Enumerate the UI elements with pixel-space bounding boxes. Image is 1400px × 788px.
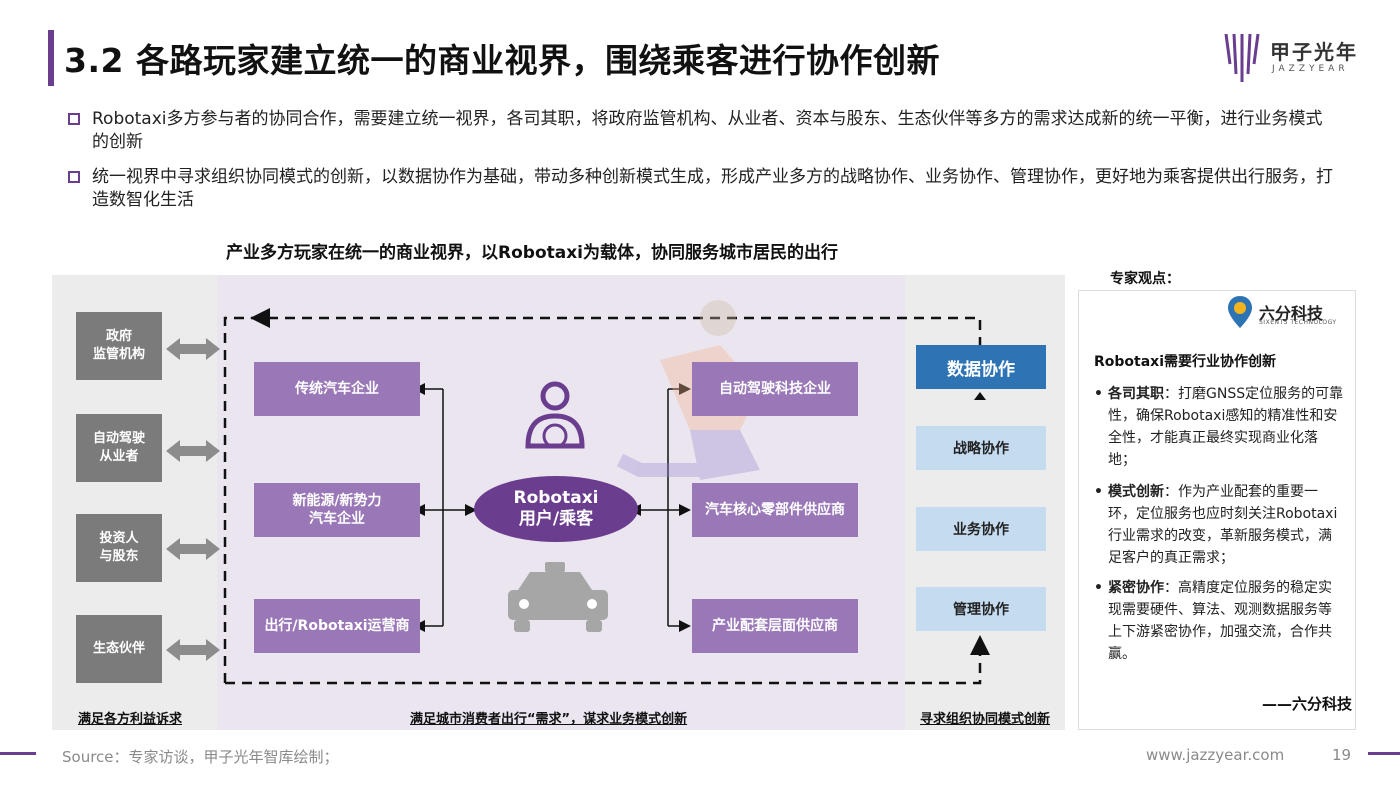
- footer-accent-left: [0, 752, 36, 755]
- expert-point-2: • 模式创新：作为产业配套的重要一环，定位服务也应时刻关注Robotaxi行业需…: [1094, 481, 1344, 569]
- stakeholder-partners: 生态伙伴: [76, 615, 162, 683]
- expert-box: [1078, 290, 1356, 730]
- expert-point-text: ：作为产业配套的重要一环，定位服务也应时刻关注Robotaxi行业需求的改变，革…: [1108, 484, 1338, 566]
- expert-point-keyword: 各司其职: [1108, 386, 1164, 402]
- box-line: 自动驾驶科技企业: [719, 381, 831, 397]
- mid-panel-label: 满足城市消费者出行“需求”，谋求业务模式创新: [410, 712, 688, 727]
- data-collaboration-box: 数据协作: [916, 345, 1046, 389]
- company-name: 六分科技: [1259, 304, 1324, 323]
- expert-point-1: • 各司其职：打磨GNSS定位服务的可靠性，确保Robotaxi感知的精准性和安…: [1094, 383, 1344, 471]
- business-collaboration-box: 业务协作: [916, 507, 1046, 551]
- autonomous-tech-box: 自动驾驶科技企业: [692, 362, 858, 416]
- diagram-subtitle: 产业多方玩家在统一的商业视界，以Robotaxi为载体，协同服务城市居民的出行: [226, 243, 839, 263]
- bullet-dot-icon: •: [1094, 386, 1103, 402]
- expert-point-text: ：高精度定位服务的稳定实现需要硬件、算法、观测数据服务等上下游紧密协作，加强交流…: [1108, 580, 1332, 662]
- box-line: 出行/Robotaxi运营商: [264, 618, 410, 634]
- bullet-2-text: 统一视界中寻求组织协同模式的创新，以数据协作为基础，带动多种创新模式生成，形成产…: [92, 167, 1333, 210]
- stakeholder-investors: 投资人与股东: [76, 514, 162, 582]
- bullet-2: 统一视界中寻求组织协同模式的创新，以数据协作为基础，带动多种创新模式生成，形成产…: [66, 166, 1336, 212]
- new-energy-automakers-box: 新能源/新势力汽车企业: [254, 483, 420, 537]
- expert-point-keyword: 模式创新: [1108, 484, 1164, 500]
- expert-point-keyword: 紧密协作: [1108, 580, 1164, 596]
- expert-signature: ——六分科技: [1262, 695, 1353, 713]
- bullet-1-text: Robotaxi多方参与者的协同合作，需要建立统一视界，各司其职，将政府监管机构…: [92, 109, 1323, 152]
- stakeholder-practitioners: 自动驾驶从业者: [76, 414, 162, 482]
- box-line: 产业配套层面供应商: [712, 618, 838, 634]
- company-subtitle: SIXENTS TECHNOLOGY: [1259, 319, 1337, 326]
- sixents-logo-icon: [1228, 296, 1252, 328]
- left-panel-label: 满足各方利益诉求: [78, 712, 183, 727]
- box-line: 汽车核心零部件供应商: [705, 502, 845, 518]
- box-line: 监管机构: [92, 347, 145, 362]
- box-line: 生态伙伴: [92, 641, 145, 656]
- box-line: 汽车企业: [309, 511, 365, 527]
- stakeholder-government: 政府监管机构: [76, 312, 162, 380]
- robotaxi-operators-box: 出行/Robotaxi运营商: [254, 599, 420, 653]
- driver-icon: [525, 381, 585, 449]
- bullet-square-icon: [68, 113, 80, 125]
- right-panel-label: 寻求组织协同模式创新: [920, 712, 1051, 727]
- traditional-automakers-box: 传统汽车企业: [254, 362, 420, 416]
- jazzyear-logo-icon: [1224, 33, 1260, 82]
- ellipse-line: Robotaxi: [513, 488, 599, 508]
- box-line: 新能源/新势力: [292, 493, 382, 509]
- bullet-1: Robotaxi多方参与者的协同合作，需要建立统一视界，各司其职，将政府监管机构…: [66, 108, 1336, 154]
- logo-text: 甲子光年: [1270, 40, 1358, 64]
- box-line: 自动驾驶: [92, 431, 145, 446]
- title-accent-bar: [48, 30, 54, 86]
- footer-source: Source：专家访谈，甲子光年智库绘制；: [62, 748, 339, 766]
- bullet-dot-icon: •: [1094, 484, 1103, 500]
- box-line: 投资人: [99, 531, 139, 546]
- page-number: 19: [1332, 746, 1352, 764]
- core-parts-supplier-box: 汽车核心零部件供应商: [692, 483, 858, 537]
- box-line: 与股东: [99, 549, 139, 564]
- page-title: 3.2 各路玩家建立统一的商业视界，围绕乘客进行协作创新: [64, 41, 940, 80]
- logo-subtext: JAZZYEAR: [1272, 64, 1349, 74]
- robotaxi-user-ellipse: Robotaxi 用户/乘客: [474, 476, 638, 542]
- expert-heading: Robotaxi需要行业协作创新: [1094, 354, 1277, 370]
- strategic-collaboration-box: 战略协作: [916, 426, 1046, 470]
- footer-website: www.jazzyear.com: [1146, 746, 1285, 764]
- bullet-dot-icon: •: [1094, 580, 1103, 596]
- ellipse-line: 用户/乘客: [518, 509, 594, 529]
- box-line: 传统汽车企业: [295, 381, 379, 397]
- expert-point-text: ：打磨GNSS定位服务的可靠性，确保Robotaxi感知的精准性和安全性，才能真…: [1108, 386, 1344, 468]
- management-collaboration-box: 管理协作: [916, 587, 1046, 631]
- footer-accent-right: [1368, 752, 1400, 755]
- box-line: 从业者: [99, 449, 139, 464]
- taxi-icon: [508, 562, 608, 632]
- expert-title: 专家观点：: [1110, 271, 1180, 287]
- bullet-square-icon: [68, 171, 80, 183]
- expert-point-3: • 紧密协作：高精度定位服务的稳定实现需要硬件、算法、观测数据服务等上下游紧密协…: [1094, 577, 1344, 665]
- supporting-supplier-box: 产业配套层面供应商: [692, 599, 858, 653]
- box-line: 政府: [105, 329, 132, 344]
